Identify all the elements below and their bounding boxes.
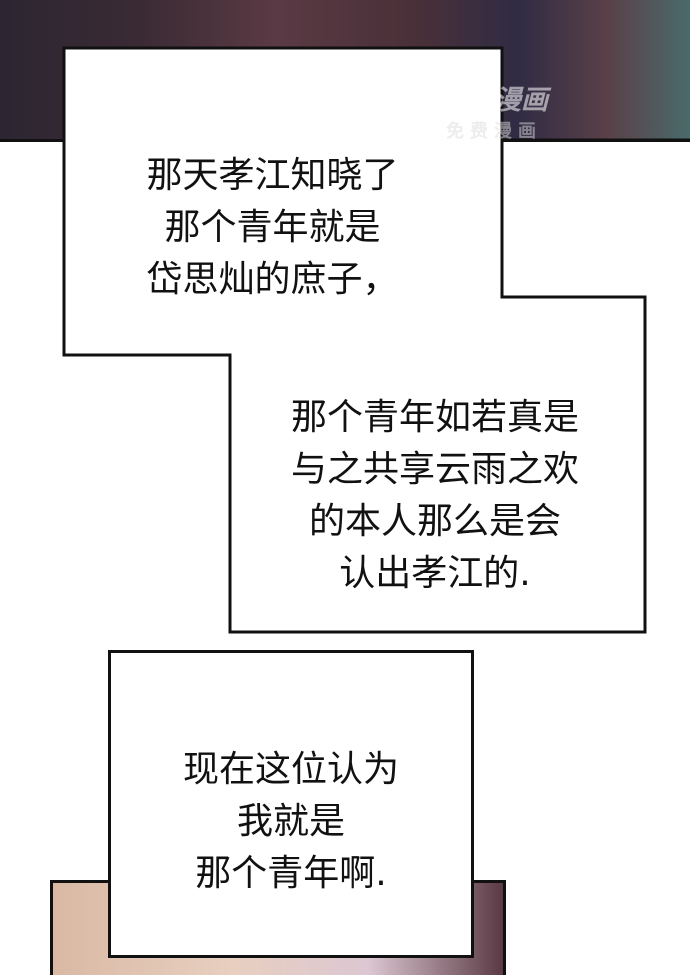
text-line: 那个青年如若真是 bbox=[290, 397, 579, 438]
text-line: 的本人那么是会 bbox=[308, 501, 561, 542]
text-line: 岱思灿的庶子， bbox=[146, 259, 399, 300]
narration-box-3 bbox=[108, 650, 474, 958]
text-line: 那个青年就是 bbox=[164, 207, 381, 248]
text-line: 那个青年啊. bbox=[195, 853, 387, 894]
narration-box-merged bbox=[62, 46, 647, 634]
text-line: 现在这位认为 bbox=[182, 749, 399, 790]
watermark-sub: 免费漫画 bbox=[446, 121, 542, 142]
text-line: 我就是 bbox=[236, 801, 345, 842]
watermark-logo: 免欧漫画 免费漫画 bbox=[440, 78, 548, 143]
narration-text-2: 那个青年如若真是 与之共享云雨之欢 的本人那么是会 认出孝江的. bbox=[240, 392, 630, 600]
text-line: 那天孝江知晓了 bbox=[146, 155, 399, 196]
text-line: 认出孝江的. bbox=[339, 553, 531, 594]
narration-text-1: 那天孝江知晓了 那个青年就是 岱思灿的庶子， bbox=[100, 150, 445, 306]
text-line: 与之共享云雨之欢 bbox=[290, 449, 579, 490]
watermark-main: 免欧漫画 bbox=[440, 85, 548, 116]
narration-text-3: 现在这位认为 我就是 那个青年啊. bbox=[111, 744, 471, 900]
